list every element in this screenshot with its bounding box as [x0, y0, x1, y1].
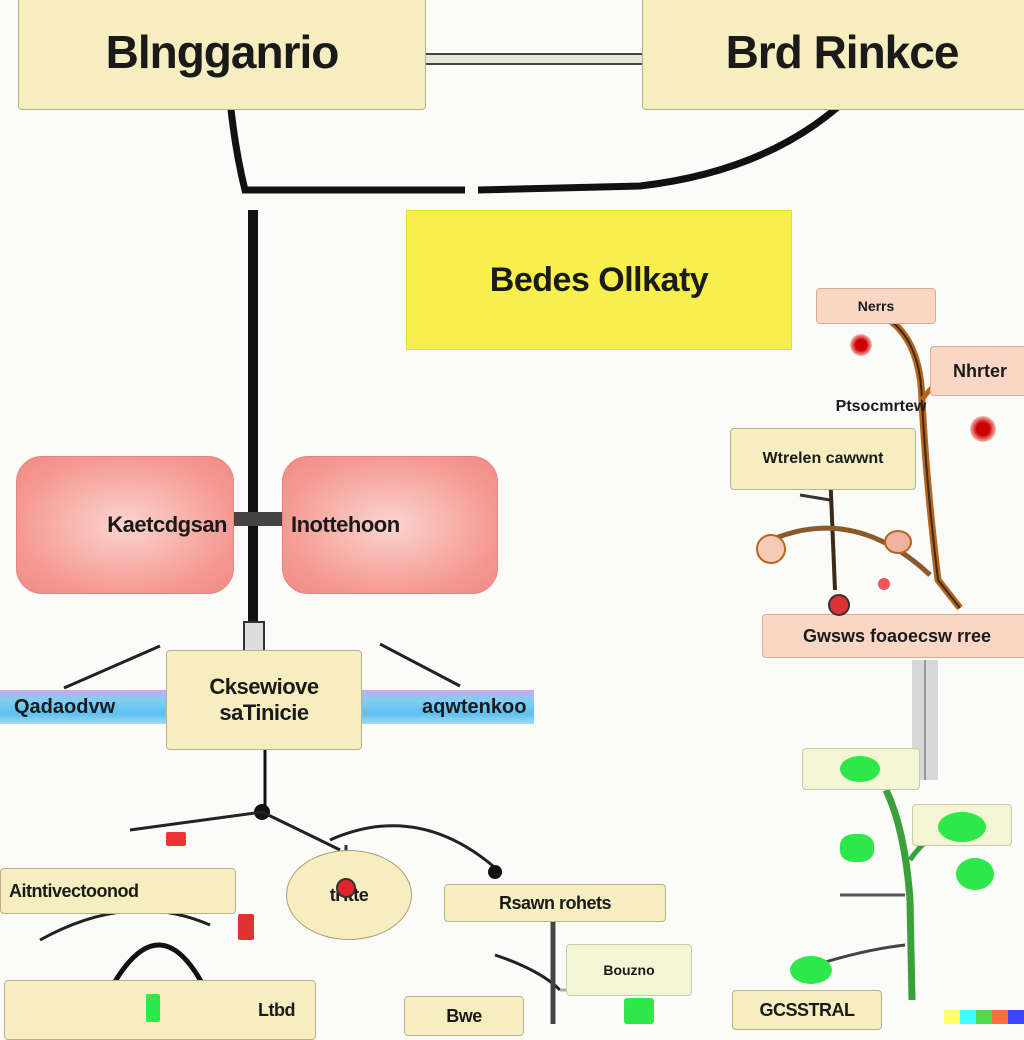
right-top-tag-label: Nerrs	[857, 298, 895, 314]
node-bottom-right[interactable]: GCSSTRAL	[732, 990, 882, 1030]
right-box-left-label: Wtrelen cawwnt	[762, 450, 884, 467]
orange-node-icon	[884, 530, 912, 554]
node-bottom-left[interactable]: Aitntivectoonod	[0, 868, 236, 914]
node-bottom-right-label: GCSSTRAL	[759, 999, 856, 1020]
green-block-icon	[624, 998, 654, 1024]
red-block-icon	[238, 914, 254, 940]
green-block-icon	[146, 994, 160, 1022]
small-red-icon	[166, 832, 186, 846]
node-red-left[interactable]: Kaetcdgsan	[16, 456, 234, 594]
band-right-label: aqwtenkoo	[422, 695, 527, 718]
right-bottom-bar-label: Gwsws foaoecsw rree	[802, 625, 992, 646]
orange-node-icon	[756, 534, 786, 564]
right-bottom-bar[interactable]: Gwsws foaoecsw rree	[762, 614, 1024, 658]
band-right: aqwtenkoo	[362, 690, 534, 724]
node-bottom-left2-label: Ltbd	[258, 999, 295, 1020]
node-bottom-mid-small[interactable]: Bouzno	[566, 944, 692, 996]
right-tag-mid-label: Ptsocmrtew	[835, 398, 927, 415]
node-bottom-mid2[interactable]: Bwe	[404, 996, 524, 1036]
node-red-right-label: Inottehoon	[291, 512, 400, 537]
node-bottom-left-label: Aitntivectoonod	[9, 880, 139, 901]
node-bottom-mid2-label: Bwe	[446, 1005, 482, 1026]
node-center-label: Bedes Ollkaty	[489, 260, 709, 299]
node-red-left-label: Kaetcdgsan	[107, 512, 227, 537]
green-dot-icon	[840, 756, 880, 782]
color-strip-logo	[944, 1010, 1024, 1024]
node-top-right[interactable]: Brd Rinkce	[642, 0, 1024, 110]
red-dot-icon	[336, 878, 356, 898]
red-node-icon	[828, 594, 850, 616]
right-tag-right[interactable]: Nhrter	[930, 346, 1024, 396]
right-top-tag[interactable]: Nerrs	[816, 288, 936, 324]
green-dot-icon	[956, 858, 994, 890]
band-left: Qadaodvw	[0, 690, 170, 724]
node-hub-line2: saTinicie	[219, 700, 309, 725]
green-dot-icon	[840, 834, 874, 862]
red-dot-icon	[970, 416, 996, 442]
red-dot-icon	[850, 334, 872, 356]
green-dot-icon	[790, 956, 832, 984]
right-box-left[interactable]: Wtrelen cawwnt	[730, 428, 916, 490]
node-top-left[interactable]: Blngganrio	[18, 0, 426, 110]
node-bottom-mid-label: Rsawn rohets	[498, 892, 612, 913]
right-tag-mid: Ptsocmrtew	[835, 394, 927, 420]
node-hub-line1: Cksewiove	[209, 674, 319, 699]
band-left-label: Qadaodvw	[14, 695, 116, 718]
node-top-left-label: Blngganrio	[105, 26, 340, 78]
node-center[interactable]: Bedes Ollkaty	[406, 210, 792, 350]
node-red-right[interactable]: Inottehoon	[282, 456, 498, 594]
node-top-right-label: Brd Rinkce	[725, 26, 960, 78]
node-bottom-mid[interactable]: Rsawn rohets	[444, 884, 666, 922]
right-tag-right-label: Nhrter	[952, 360, 1007, 381]
green-dot-icon	[938, 812, 986, 842]
node-bottom-mid-small-label: Bouzno	[603, 962, 655, 978]
node-hub[interactable]: Cksewiove saTinicie	[166, 650, 362, 750]
red-node-icon	[878, 578, 890, 590]
node-bottom-left2[interactable]: Ltbd	[4, 980, 316, 1040]
